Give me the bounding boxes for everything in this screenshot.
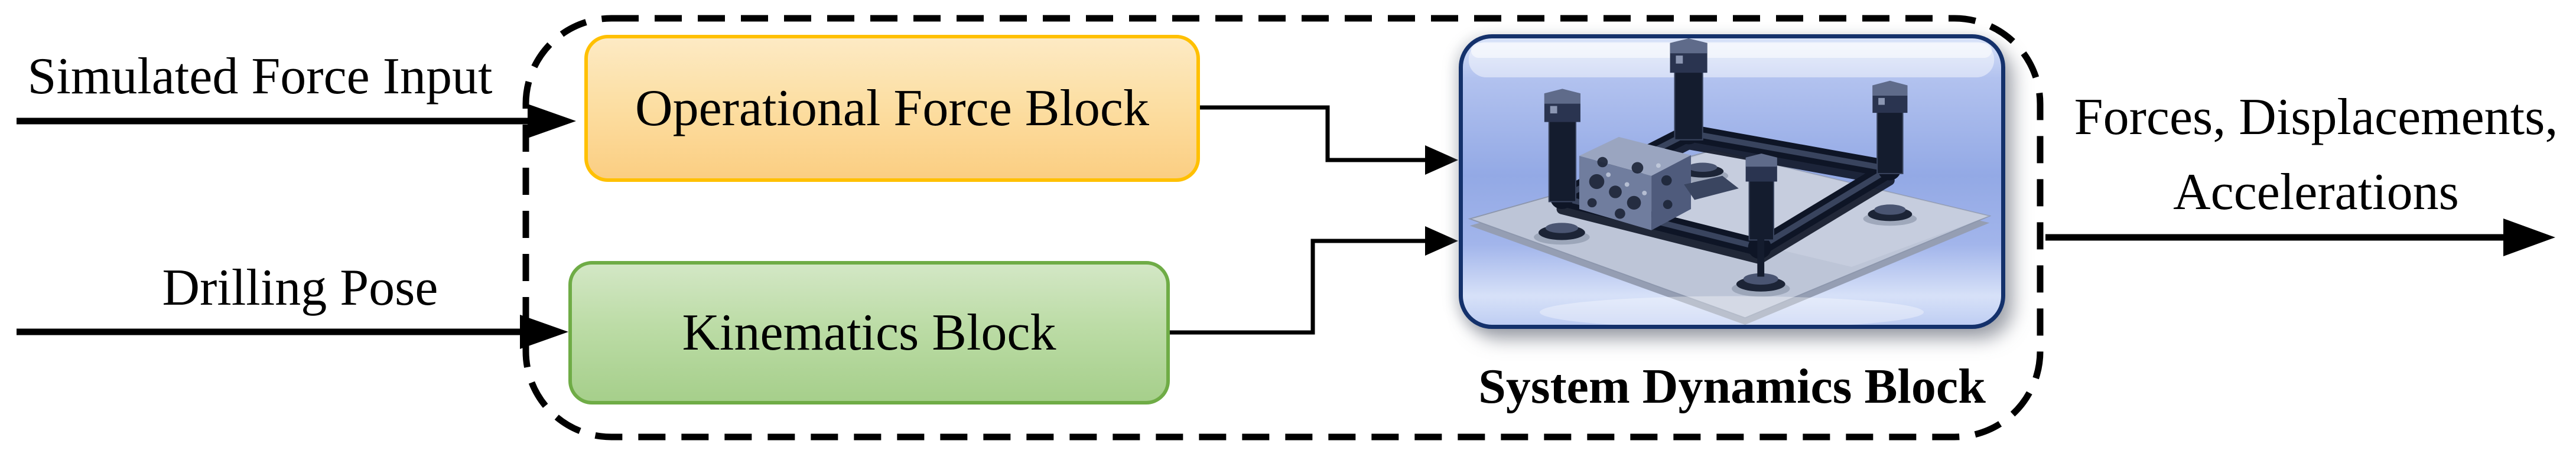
output-label-line1: Forces, Displacements, bbox=[2074, 89, 2558, 146]
input-arrow-drilling-pose bbox=[17, 315, 568, 349]
operational-force-block-label: Operational Force Block bbox=[635, 80, 1149, 137]
kinematics-block: Kinematics Block bbox=[568, 261, 1170, 404]
operational-force-block: Operational Force Block bbox=[584, 35, 1200, 182]
input-label-drilling-pose: Drilling Pose bbox=[162, 259, 438, 317]
output-arrow bbox=[2045, 218, 2555, 256]
system-dynamics-image bbox=[1459, 34, 2005, 329]
output-label-line2: Accelerations bbox=[2173, 164, 2459, 221]
kinematics-block-label: Kinematics Block bbox=[682, 304, 1056, 361]
input-label-simulated-force: Simulated Force Input bbox=[27, 48, 493, 105]
dashed-boundary bbox=[522, 15, 2044, 441]
connector-kinematics-to-system-dynamics bbox=[1167, 226, 1458, 335]
output-label: Forces, Displacements, Accelerations bbox=[2053, 80, 2576, 230]
system-dynamics-label: System Dynamics Block bbox=[1478, 359, 1986, 414]
connector-operational-force-to-system-dynamics bbox=[1198, 105, 1458, 175]
machine-illustration bbox=[1468, 38, 1995, 325]
input-arrow-simulated-force bbox=[17, 104, 576, 138]
